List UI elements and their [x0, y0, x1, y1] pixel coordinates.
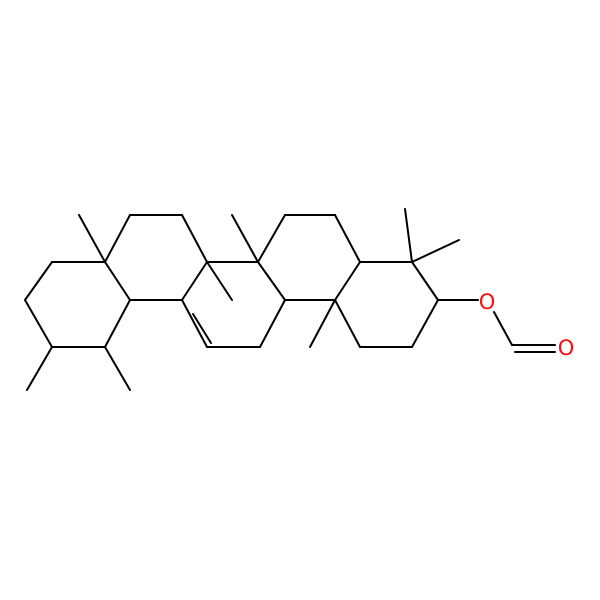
bond-single-31	[309, 299, 336, 348]
bond-single-32	[404, 208, 413, 263]
bond-double-inner	[192, 313, 212, 344]
bond-single-21	[257, 214, 286, 263]
bond-single-4	[104, 299, 131, 348]
bond-single-23	[334, 214, 361, 263]
bond-single-12	[181, 214, 208, 263]
bond-single-20	[231, 214, 259, 263]
bond-single-30	[334, 299, 361, 348]
atom-label-o1: O	[479, 290, 496, 314]
bond-single-5	[104, 261, 131, 301]
bond-single-2	[24, 299, 53, 348]
bond-single-8	[104, 346, 131, 391]
bond-single-19	[206, 261, 233, 301]
bond-single-13	[181, 261, 208, 301]
bond-single-27	[411, 261, 439, 301]
bond-single-18	[181, 299, 208, 348]
bond-single-33	[411, 239, 460, 263]
bond-single-1	[24, 261, 53, 301]
bond-single-28	[411, 299, 439, 348]
bond-single-24	[334, 261, 361, 301]
bond-single-16	[257, 261, 286, 301]
bond-single-17	[259, 299, 286, 348]
bond-single-9	[78, 214, 106, 263]
bond-o-c-red	[493, 311, 513, 346]
atom-label-o2: O	[558, 336, 575, 360]
bond-single-10	[104, 214, 131, 263]
bond-single-7	[26, 346, 53, 391]
